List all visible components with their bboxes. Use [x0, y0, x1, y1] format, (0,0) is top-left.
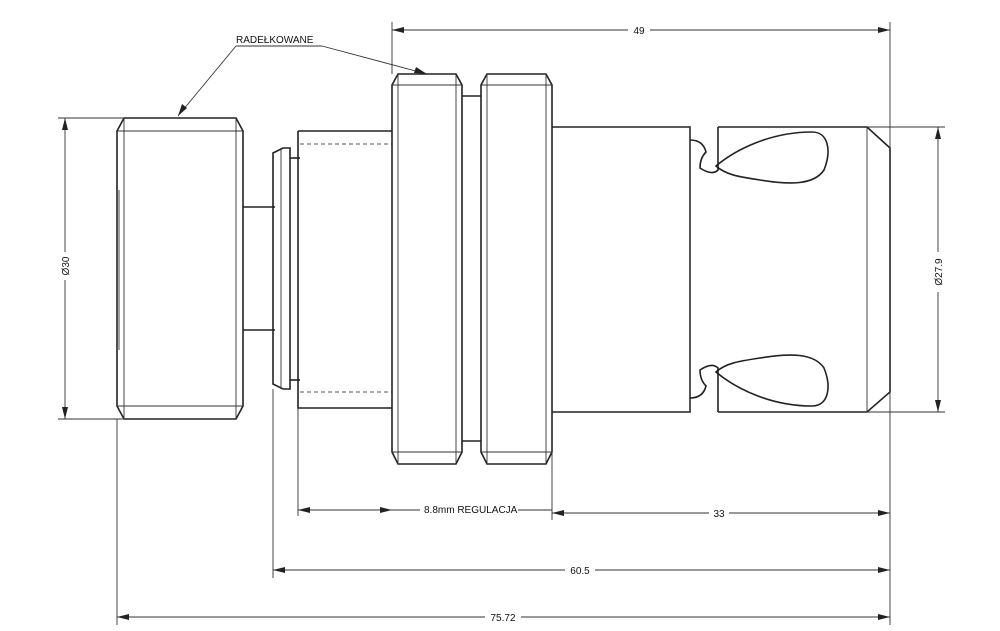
- knurled-annotation: RADEŁKOWANE: [177, 35, 428, 117]
- dim-60-5-label: 60.5: [570, 566, 590, 577]
- small-ring: [272, 147, 291, 390]
- extension-lines: [58, 22, 945, 625]
- collar-left: [391, 73, 463, 465]
- slot-bottom: [714, 354, 829, 407]
- dim-33-label: 33: [713, 509, 725, 520]
- dim-75-72-label: 75.72: [490, 613, 515, 624]
- dim-49-label: 49: [633, 26, 645, 37]
- knurled-knob: [116, 117, 244, 420]
- notch-top: [689, 127, 719, 174]
- dia27-9-label: Ø27.9: [934, 258, 945, 286]
- dimension-regulation: 8.8mm REGULACJA: [298, 505, 552, 516]
- dimension-dia30: Ø30: [58, 118, 72, 419]
- dimension-60-5: 60.5: [273, 563, 890, 577]
- dimension-49: 49: [392, 23, 890, 37]
- part-outline: [116, 73, 891, 465]
- dimension-dia27-9: Ø27.9: [931, 127, 945, 412]
- collar-right: [480, 73, 553, 465]
- regulation-label: 8.8mm REGULACJA: [424, 505, 518, 516]
- main-body: [552, 126, 691, 413]
- knurled-label: RADEŁKOWANE: [236, 35, 314, 46]
- notch-bottom: [689, 364, 719, 412]
- right-end: [718, 126, 891, 413]
- slot-top: [714, 131, 829, 184]
- dia30-label: Ø30: [61, 256, 72, 275]
- dimension-33: 33: [552, 506, 890, 520]
- adjustment-sleeve: [297, 130, 392, 409]
- dimension-75-72: 75.72: [117, 610, 890, 624]
